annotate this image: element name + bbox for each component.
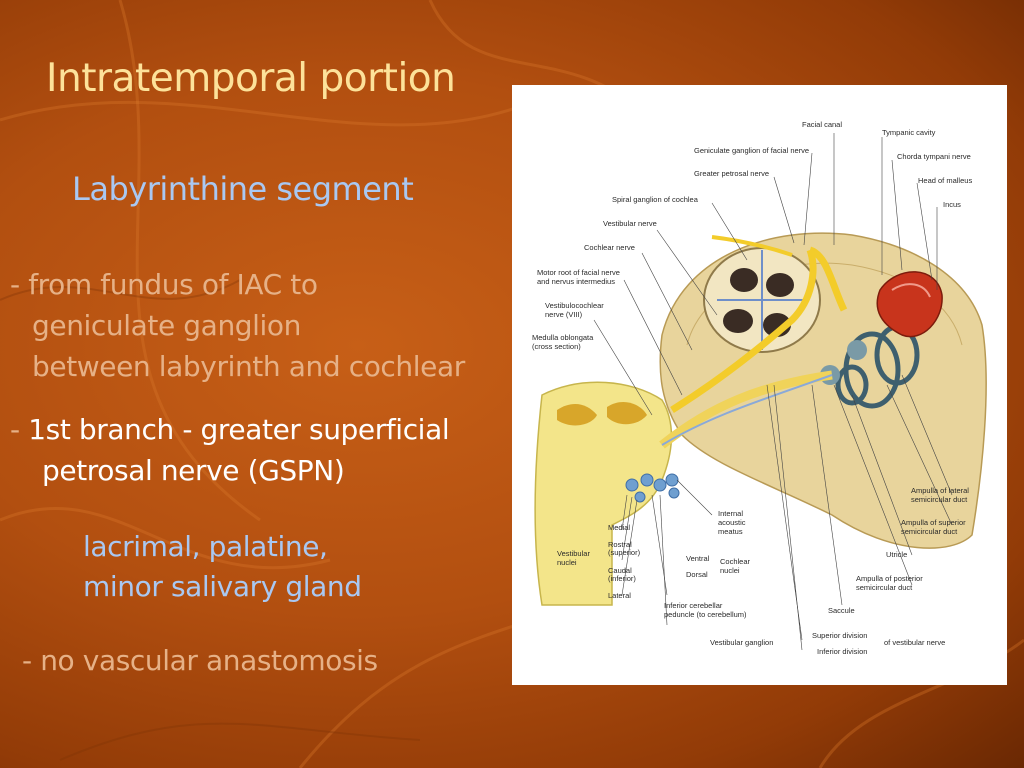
label-ampulla-superior-1: Ampulla of superior xyxy=(901,518,966,527)
label-vestibulocochlear-2: nerve (VIII) xyxy=(545,310,583,319)
label-utricle: Utricle xyxy=(886,550,908,559)
label-caudal-2: (inferior) xyxy=(608,574,636,583)
branches-line: minor salivary gland xyxy=(83,570,362,603)
label-geniculate-ganglion: Geniculate ganglion of facial nerve xyxy=(694,146,810,155)
label-rostral-1: Rostral xyxy=(608,540,632,549)
label-ventral: Ventral xyxy=(686,554,710,563)
label-cochlear-nuclei-1: Cochlear xyxy=(720,557,751,566)
label-motor-root-2: and nervus intermedius xyxy=(537,277,615,286)
anatomy-illustration xyxy=(534,133,987,651)
label-inferior-cerebellar-1: Inferior cerebellar xyxy=(664,601,723,610)
bullet-first-branch: - 1st branch - greater superficial petro… xyxy=(10,409,450,491)
bullet-line: from fundus of IAC to xyxy=(28,268,318,301)
branches-line: lacrimal, palatine, xyxy=(83,530,328,563)
slide-title: Intratemporal portion xyxy=(46,56,456,101)
section-subtitle: Labyrinthine segment xyxy=(72,170,414,208)
bullet-line: between labyrinth and cochlear xyxy=(32,350,465,383)
label-internal-meatus-3: meatus xyxy=(718,527,743,536)
label-inferior-division: Inferior division xyxy=(817,647,868,656)
label-chorda-tympani: Chorda tympani nerve xyxy=(897,152,971,161)
bullet-line: geniculate ganglion xyxy=(32,309,301,342)
label-tympanic-cavity: Tympanic cavity xyxy=(882,128,936,137)
label-ampulla-lateral-2: semicircular duct xyxy=(911,495,968,504)
label-rostral-2: (superior) xyxy=(608,548,641,557)
label-of-vestibular-nerve: of vestibular nerve xyxy=(884,638,946,647)
label-caudal-1: Caudal xyxy=(608,566,632,575)
label-vestibular-nerve: Vestibular nerve xyxy=(603,219,657,228)
facial-nerve xyxy=(670,246,848,413)
label-vestibular-ganglion: Vestibular ganglion xyxy=(710,638,774,647)
bullet-course: - from fundus of IAC to geniculate gangl… xyxy=(10,264,465,387)
label-vestibular-nuclei-2: nuclei xyxy=(557,558,577,567)
label-inferior-cerebellar-2: peduncle (to cerebellum) xyxy=(664,610,747,619)
label-motor-root-1: Motor root of facial nerve xyxy=(537,268,620,277)
label-vestibular-nuclei-1: Vestibular xyxy=(557,549,590,558)
label-ampulla-superior-2: semicircular duct xyxy=(901,527,958,536)
label-saccule: Saccule xyxy=(828,606,855,615)
label-internal-meatus-2: acoustic xyxy=(718,518,746,527)
label-medial: Medial xyxy=(608,523,631,532)
bullet-line: petrosal nerve (GSPN) xyxy=(42,454,345,487)
label-facial-canal: Facial canal xyxy=(802,120,843,129)
bullet-line: - no vascular anastomosis xyxy=(22,644,378,677)
label-cochlear-nuclei-2: nuclei xyxy=(720,566,740,575)
vestibulocochlear-nerve xyxy=(659,370,833,449)
label-dorsal: Dorsal xyxy=(686,570,708,579)
label-lateral: Lateral xyxy=(608,591,631,600)
label-medulla-2: (cross section) xyxy=(532,342,581,351)
label-cochlear-nerve: Cochlear nerve xyxy=(584,243,635,252)
label-medulla-1: Medulla oblongata xyxy=(532,333,594,342)
label-ampulla-posterior-2: semicircular duct xyxy=(856,583,913,592)
label-incus: Incus xyxy=(943,200,961,209)
medulla xyxy=(534,381,673,606)
anatomy-figure: Facial canal Tympanic cavity Geniculate … xyxy=(512,85,1007,685)
label-spiral-ganglion: Spiral ganglion of cochlea xyxy=(612,195,698,204)
label-head-of-malleus: Head of malleus xyxy=(918,176,973,185)
label-ampulla-posterior-1: Ampulla of posterior xyxy=(856,574,923,583)
gspn-branches: lacrimal, palatine, minor salivary gland xyxy=(83,527,362,607)
label-ampulla-lateral-1: Ampulla of lateral xyxy=(911,486,969,495)
label-internal-meatus-1: Internal xyxy=(718,509,744,518)
label-greater-petrosal: Greater petrosal nerve xyxy=(694,169,770,178)
label-vestibulocochlear-1: Vestibulocochlear xyxy=(545,301,604,310)
bullet-dash: - xyxy=(10,413,29,446)
bullet-line: 1st branch - greater superficial xyxy=(28,413,450,446)
bullet-dash: - xyxy=(10,268,29,301)
bullet-vascular: - no vascular anastomosis xyxy=(22,640,378,681)
label-superior-division: Superior division xyxy=(812,631,868,640)
cochlea xyxy=(703,247,821,353)
